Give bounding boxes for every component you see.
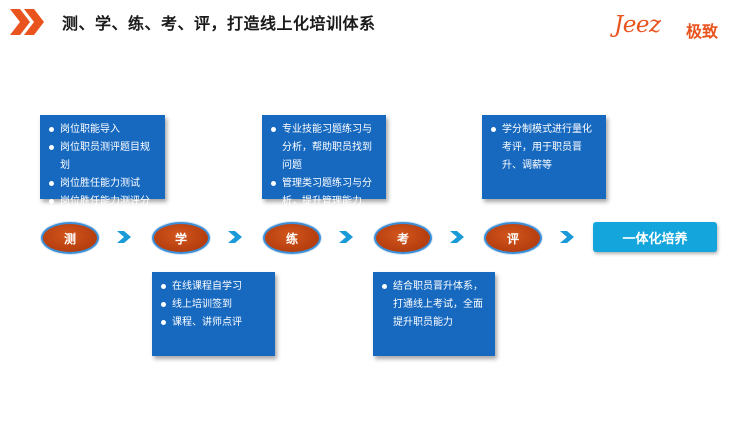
list-item: 岗位胜任能力测评分析 — [48, 193, 157, 229]
box-kao: 结合职员晋升体系，打通线上考试，全面提升职员能力 — [373, 272, 495, 356]
box-ce: 岗位职能导入 岗位职员测评题目规划 岗位胜任能力测试 岗位胜任能力测评分析 — [40, 115, 165, 225]
list-item: 专业技能习题练习与分析，帮助职员找到问题 — [270, 121, 378, 175]
list-item: 结合职员晋升体系，打通线上考试，全面提升职员能力 — [381, 278, 487, 332]
stage-xue: 学 — [152, 222, 210, 254]
logo-chinese: 极致 — [686, 22, 719, 41]
list-item: 课程、讲师点评 — [160, 314, 267, 332]
chevron-right-icon — [450, 231, 464, 243]
chevron-right-icon — [339, 231, 353, 243]
box-lian: 专业技能习题练习与分析，帮助职员找到问题 管理类习题练习与分析，提升管理能力 — [262, 115, 386, 207]
list-item: 线上培训签到 — [160, 296, 267, 314]
double-chevron-right-icon — [10, 9, 44, 35]
list-item: 学分制模式进行量化考评，用于职员晋升、调薪等 — [490, 121, 598, 175]
stage-kao: 考 — [374, 222, 432, 254]
logo-latin: Jeez — [614, 12, 661, 38]
box-xue: 在线课程自学习 线上培训签到 课程、讲师点评 — [152, 272, 275, 356]
result-box: 一体化培养 — [593, 222, 717, 252]
header: 测、学、练、考、评，打造线上化培训体系 Jeez 极致 — [0, 0, 750, 48]
stage-ping: 评 — [484, 222, 542, 254]
chevron-right-icon — [560, 231, 574, 243]
list-item: 岗位职员测评题目规划 — [48, 139, 157, 175]
chevron-right-icon — [117, 231, 131, 243]
list-item: 岗位职能导入 — [48, 121, 157, 139]
list-item: 在线课程自学习 — [160, 278, 267, 296]
page-title: 测、学、练、考、评，打造线上化培训体系 — [62, 14, 376, 33]
box-ping: 学分制模式进行量化考评，用于职员晋升、调薪等 — [482, 115, 606, 199]
list-item: 岗位胜任能力测试 — [48, 175, 157, 193]
chevron-right-icon — [228, 231, 242, 243]
stage-ce: 测 — [41, 222, 99, 254]
stage-lian: 练 — [263, 222, 321, 254]
list-item: 管理类习题练习与分析，提升管理能力 — [270, 175, 378, 211]
